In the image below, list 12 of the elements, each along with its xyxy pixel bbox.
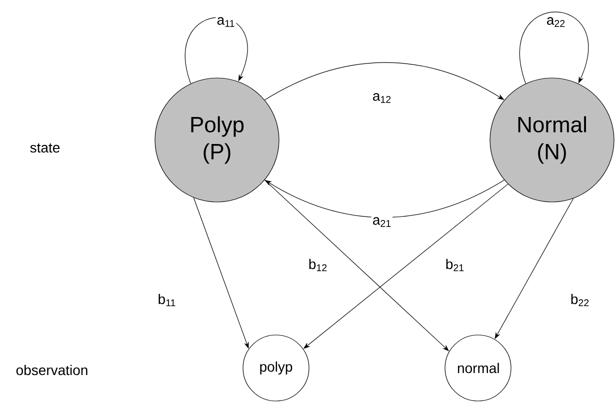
row-label: state [30,143,60,153]
arrow [520,12,588,84]
row-label: observation [16,364,88,376]
edge-label: b$_{21}$ [444,258,466,272]
edge-label: a$_{21}$ [371,216,393,228]
arrow [185,17,248,84]
edge-label: a$_{22}$ [545,16,567,28]
edge-label: a$_{11}$ [216,16,236,28]
edge-label: a$_{12}$ [371,92,393,104]
edge-label: b$_{22}$ [569,292,591,308]
edge-label: b$_{11}$ [156,292,178,308]
edge-label: b$_{12}$ [307,258,329,272]
